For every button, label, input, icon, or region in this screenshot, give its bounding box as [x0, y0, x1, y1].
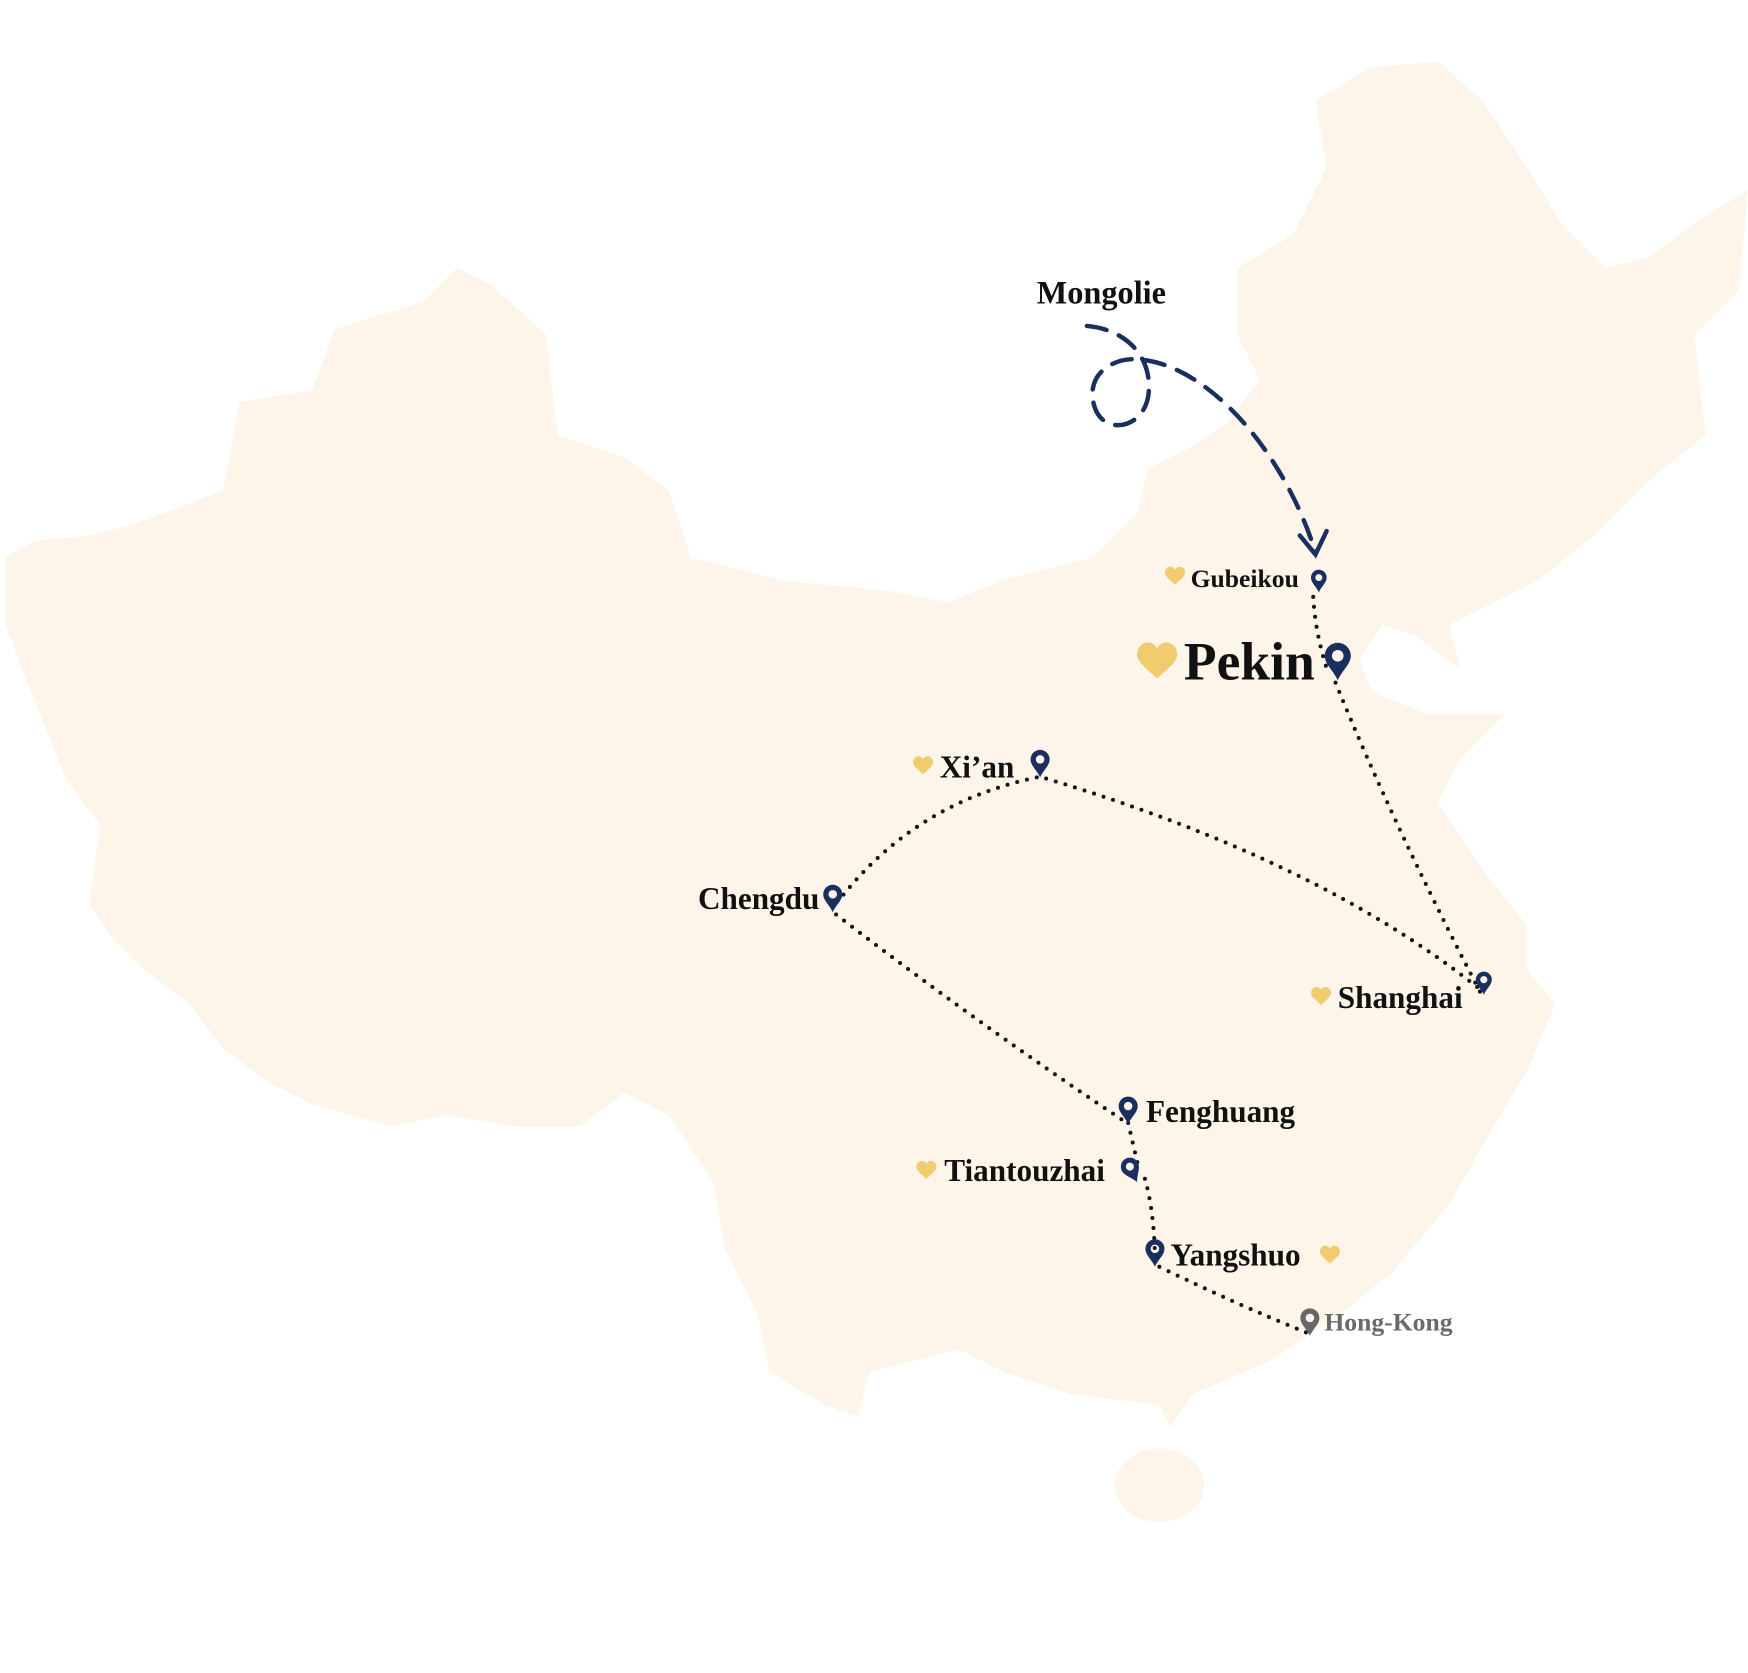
place-label: Gubeikou: [1191, 564, 1299, 593]
place-label: Yangshuo: [1171, 1238, 1301, 1273]
place-label: Xi’an: [940, 749, 1015, 784]
china-landmass: [5, 61, 1748, 1523]
place-chengdu[interactable]: Chengdu: [698, 881, 843, 916]
place-tiantouzhai[interactable]: Tiantouzhai: [916, 1153, 1146, 1188]
label-mongolie: Mongolie: [1037, 275, 1166, 311]
place-label: Fenghuang: [1146, 1094, 1296, 1129]
route-yangshuo-hongkong: [1157, 1264, 1309, 1335]
place-shanghai[interactable]: Shanghai: [1311, 971, 1492, 1016]
place-pekin[interactable]: Pekin: [1137, 631, 1351, 691]
arrowhead-icon: [1297, 528, 1329, 559]
place-hong-kong[interactable]: Hong-Kong: [1300, 1307, 1453, 1336]
place-xian[interactable]: Xi’an: [913, 749, 1050, 784]
hainan-island: [1114, 1448, 1204, 1523]
place-label: Chengdu: [698, 881, 819, 916]
route-xian-chengdu: [836, 775, 1039, 904]
route-tiantouzhai-yangshuo: [1142, 1176, 1157, 1257]
place-label: Hong-Kong: [1324, 1307, 1452, 1336]
place-label: Tiantouzhai: [944, 1153, 1105, 1188]
route-gubeikou-pekin: [1311, 594, 1331, 677]
route-chengdu-fenghuang: [834, 912, 1126, 1123]
place-yangshuo[interactable]: Yangshuo: [1145, 1238, 1340, 1273]
place-label: Shanghai: [1338, 980, 1463, 1015]
place-label: Pekin: [1184, 631, 1315, 691]
place-fenghuang[interactable]: Fenghuang: [1118, 1094, 1296, 1129]
place-gubeikou[interactable]: Gubeikou: [1164, 564, 1327, 593]
mongolie-arrival-arrow: [1084, 323, 1329, 559]
route-pekin-shanghai: [1333, 680, 1483, 995]
